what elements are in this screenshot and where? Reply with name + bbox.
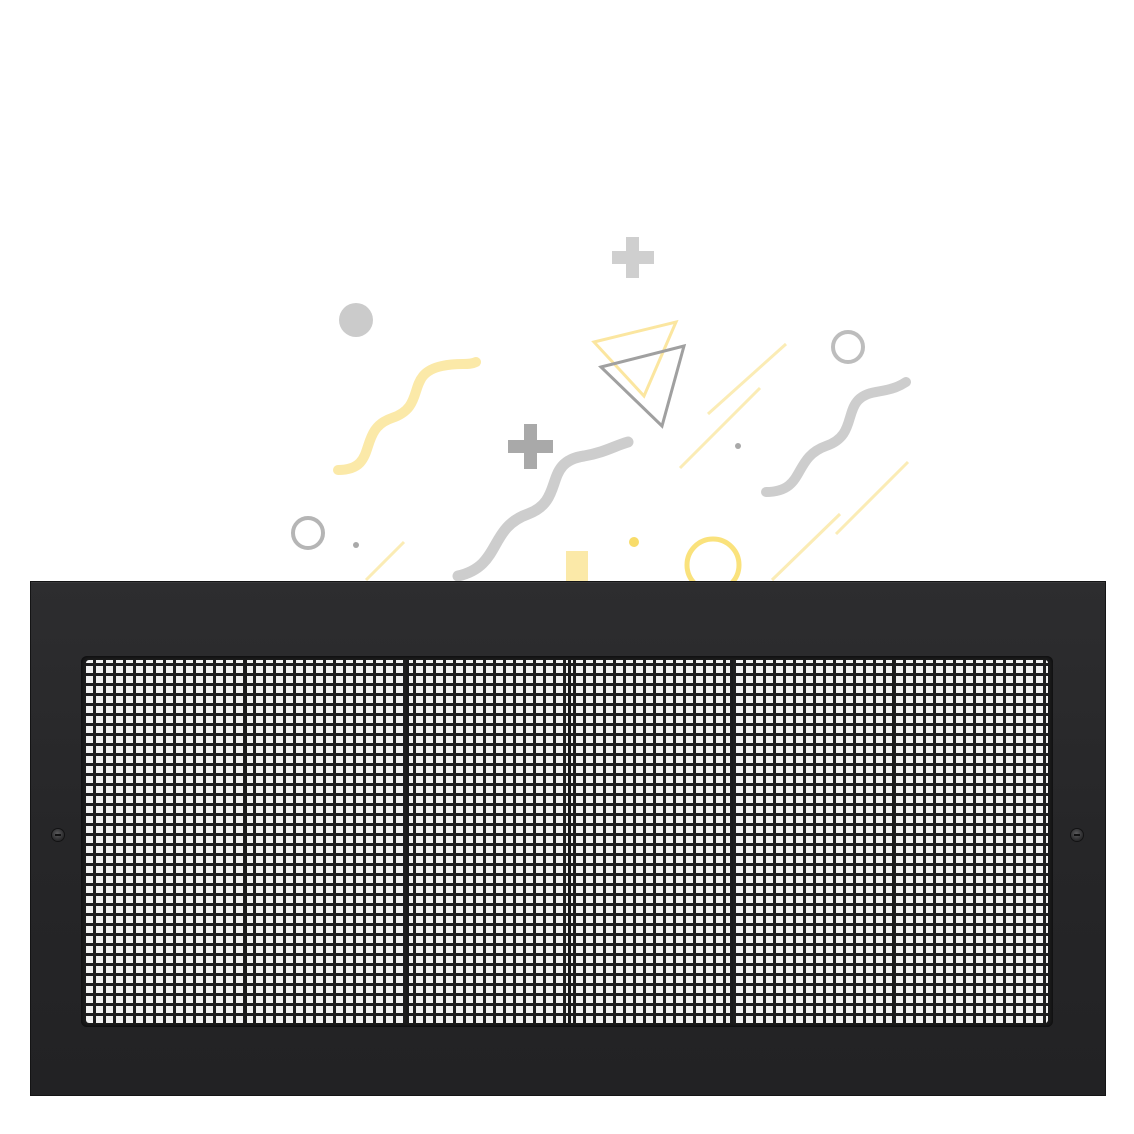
dot-icon — [629, 537, 639, 547]
dot-icon — [353, 542, 359, 548]
block-shape — [566, 551, 588, 583]
led-display-window — [81, 656, 1053, 1027]
plus-icon — [508, 424, 553, 469]
module-seam — [568, 660, 571, 1023]
squiggle-icon — [761, 377, 911, 497]
stroke-line — [770, 512, 842, 582]
module-seam — [730, 660, 733, 1023]
ring-icon — [291, 516, 325, 550]
screw-icon — [52, 829, 64, 841]
module-seam — [406, 660, 409, 1023]
module-seam — [244, 660, 247, 1023]
stroke-line — [678, 386, 762, 470]
led-matrix-grid — [86, 660, 1048, 1023]
stroke-line — [364, 540, 406, 582]
ring-icon — [831, 330, 865, 364]
plus-icon — [612, 237, 654, 278]
screw-icon — [1071, 829, 1083, 841]
stroke-line — [706, 342, 788, 416]
triangle-icon — [591, 319, 679, 399]
stroke-line — [834, 460, 910, 536]
squiggle-icon — [333, 357, 481, 475]
triangle-icon — [598, 343, 687, 429]
squiggle-icon — [452, 436, 634, 582]
circle-icon — [339, 303, 373, 337]
module-seam — [892, 660, 895, 1023]
dot-icon — [735, 443, 741, 449]
